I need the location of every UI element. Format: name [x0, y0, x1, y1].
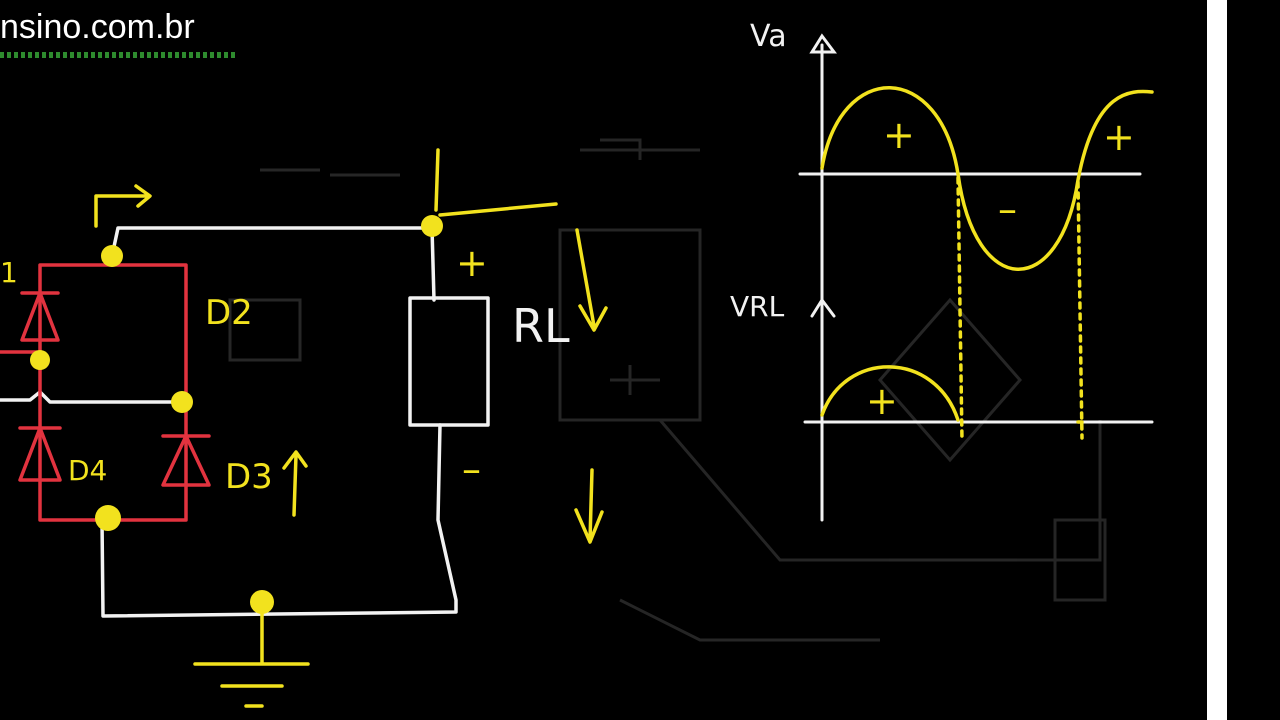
- vrl-axis-arrow: [810, 297, 836, 318]
- text-labels: 1 D2 D3 D4 + – RL Va + – + VRL +: [0, 19, 1135, 497]
- down-arrow-right: [575, 228, 608, 332]
- diode-d3-symbol: [161, 434, 211, 487]
- probe-line: [434, 148, 558, 217]
- va-axis-arrow: [809, 33, 837, 54]
- current-arrow-d3: [282, 450, 308, 517]
- load-plus-label: +: [456, 241, 488, 285]
- ghost-drawings: [228, 138, 1107, 642]
- diode-d4-symbol: [18, 426, 62, 482]
- va-axis-label: Va: [750, 19, 787, 54]
- waveforms: [820, 86, 1154, 442]
- watermark-underline: [0, 52, 236, 58]
- circuit-nodes: [30, 215, 443, 614]
- diode-d1-symbol: [20, 291, 60, 342]
- circuit-wires: [0, 226, 490, 618]
- load-resistor-label: RL: [512, 299, 570, 353]
- vrl-positive-sign: +: [866, 379, 898, 423]
- va-negative-sign: –: [998, 187, 1017, 231]
- current-arrow-top: [94, 184, 152, 228]
- yellow-annotations: [94, 148, 608, 708]
- d3-label: D3: [225, 457, 273, 497]
- site-watermark: nsino.com.br: [0, 8, 195, 46]
- va-positive-sign-2: +: [1103, 115, 1135, 159]
- d2-label: D2: [205, 293, 253, 333]
- vrl-axis-label: VRL: [730, 290, 785, 323]
- va-sine-wave: [820, 86, 1154, 271]
- down-arrow-bottom: [574, 468, 604, 544]
- right-edge-border: [1227, 0, 1280, 720]
- va-positive-sign: +: [883, 113, 915, 157]
- right-edge-strip: [1207, 0, 1227, 720]
- projection-line-2: [1076, 180, 1084, 440]
- graph-axes: [798, 33, 1154, 522]
- vrl-rectified-wave: [820, 365, 960, 422]
- d4-label: D4: [68, 454, 107, 487]
- ground-symbol: [193, 608, 310, 708]
- d1-partial-label: 1: [0, 256, 18, 289]
- load-minus-label: –: [462, 447, 481, 491]
- bridge-rectifier: [0, 263, 211, 522]
- projection-line-1: [956, 176, 964, 442]
